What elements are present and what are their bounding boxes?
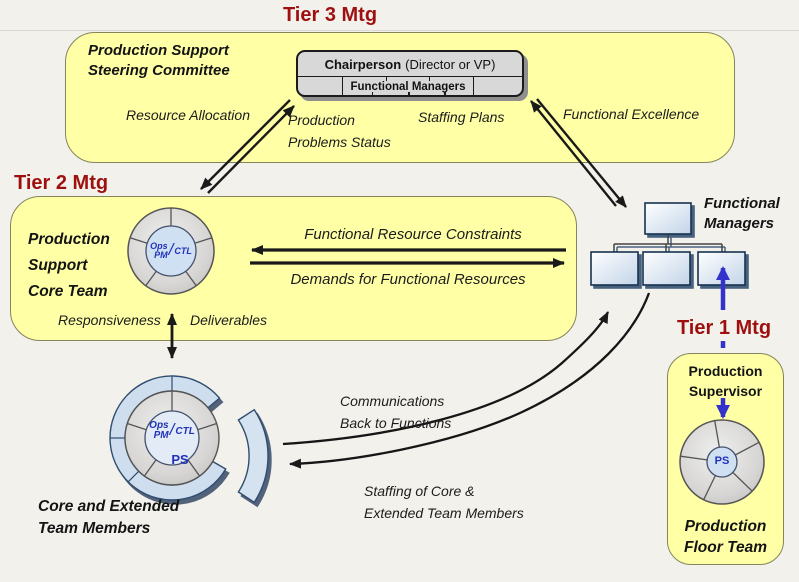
managers-row-right-cell [474, 77, 522, 96]
staffing-plans-label: Staffing Plans [418, 109, 505, 125]
communications-curve-arrow [282, 311, 610, 446]
managers-row-left-cell [298, 77, 343, 96]
problems-status-arrow [207, 105, 295, 194]
resource-allocation-label: Resource Allocation [126, 107, 250, 123]
column-tick [408, 92, 410, 96]
tier1-title: Tier 1 Mtg [676, 317, 772, 339]
demands-label: Demands for Functional Resources [290, 271, 526, 288]
core-extended-wheel [109, 375, 269, 504]
chairperson-title: Chairperson (Director or VP) [298, 52, 522, 77]
core-team-label: Production Support Core Team [28, 231, 110, 301]
tier3-title: Tier 3 Mtg [282, 4, 378, 26]
detached-ring-segment [237, 408, 269, 504]
steering-committee-label: Production Support Steering Committee [88, 42, 230, 80]
slash-glyph: / [169, 420, 175, 439]
staffing-curve-arrow [289, 292, 651, 469]
production-supervisor-label: Production Supervisor [688, 363, 763, 399]
column-tick [385, 77, 388, 81]
chairperson-title-rest: (Director or VP) [405, 56, 496, 72]
communications-label: Communications Back to Functions [340, 393, 452, 432]
top-divider-line [0, 30, 799, 31]
resource-allocation-arrow [200, 99, 291, 190]
staffing-plans-arrow [536, 98, 627, 208]
production-floor-team-label: Production Floor Team [684, 518, 767, 556]
functional-excellence-label: Functional Excellence [563, 106, 700, 122]
tier2-panel [10, 196, 577, 341]
deliverables-label: Deliverables [190, 312, 268, 328]
staffing-label: Staffing of Core & Extended Team Members [364, 483, 524, 522]
slash-glyph: / [168, 240, 174, 259]
org-chart-connectors [613, 234, 723, 252]
functional-managers-label: Functional Managers [704, 195, 780, 233]
chairperson-managers-row: Functional Managers [298, 77, 522, 96]
floor-team-pie [679, 419, 765, 505]
production-problems-label: Production Problems Status [288, 112, 391, 151]
floor-team-ps-label: PS [714, 455, 730, 467]
core-extended-label: Core and Extended Team Members [38, 498, 180, 537]
chairperson-box: Chairperson (Director or VP) Functional … [296, 50, 524, 97]
chairperson-title-bold: Chairperson [324, 56, 402, 72]
org-box-middle [642, 251, 691, 286]
core-extended-ps-label: PS [171, 452, 189, 467]
functional-excellence-arrow [530, 100, 617, 207]
column-tick [371, 92, 374, 96]
constraints-label: Functional Resource Constraints [304, 226, 522, 243]
org-box-top [644, 202, 692, 235]
core-team-wheel [127, 207, 215, 295]
functional-managers-cell: Functional Managers [343, 77, 474, 96]
tier2-title: Tier 2 Mtg [14, 172, 109, 194]
column-tick [444, 92, 446, 96]
responsiveness-label: Responsiveness [58, 312, 161, 328]
column-tick [428, 77, 431, 81]
org-box-left [590, 251, 639, 286]
